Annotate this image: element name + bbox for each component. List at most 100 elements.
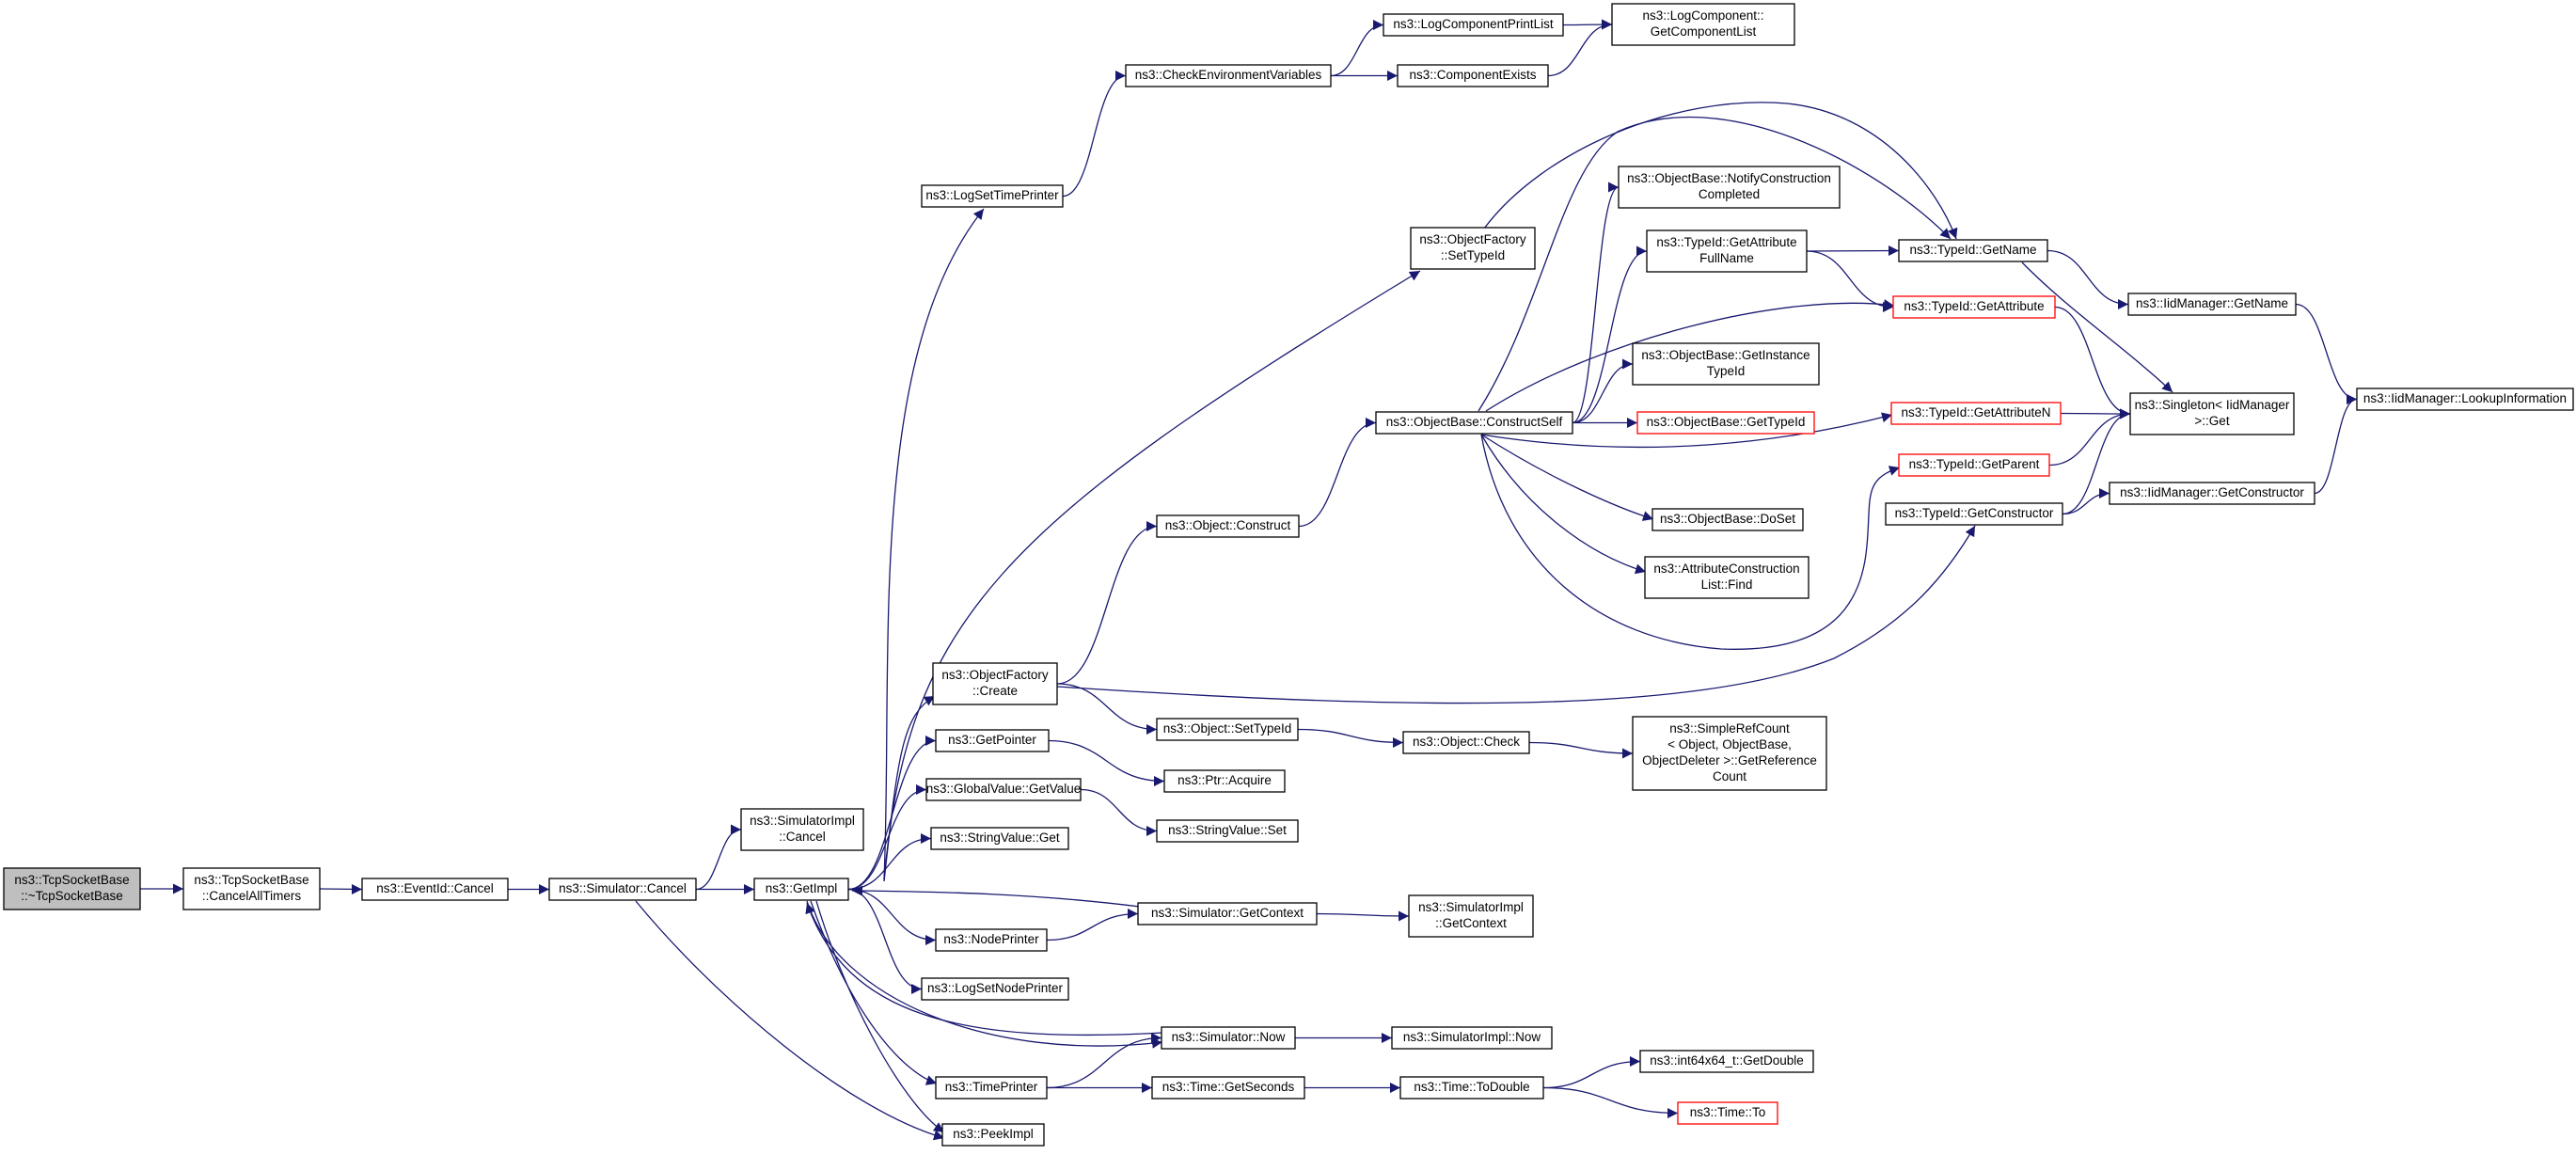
- edge-iidGetConstructor-to-iidLookup: [2314, 394, 2358, 495]
- node-strValSet[interactable]: ns3::StringValue::Set: [1156, 819, 1299, 843]
- node-label: ns3::GetPointer: [948, 733, 1036, 747]
- node-simCancel[interactable]: ns3::Simulator::Cancel: [548, 878, 697, 901]
- node-timeToDouble[interactable]: ns3::Time::ToDouble: [1399, 1076, 1544, 1100]
- node-iidGetName[interactable]: ns3::IidManager::GetName: [2127, 293, 2297, 316]
- node-notifyConstruction[interactable]: ns3::ObjectBase::NotifyConstructionCompl…: [1618, 166, 1841, 209]
- edge-constructSelf-to-typeIdGetAttribute: [1485, 299, 1895, 412]
- node-objFactCreate[interactable]: ns3::ObjectFactory::Create: [932, 662, 1058, 705]
- node-objBaseDoSet[interactable]: ns3::ObjectBase::DoSet: [1651, 508, 1804, 531]
- node-logSetNodePrinter[interactable]: ns3::LogSetNodePrinter: [921, 977, 1069, 1001]
- node-timeTo[interactable]: ns3::Time::To: [1677, 1101, 1778, 1125]
- node-label: Count: [1713, 769, 1746, 783]
- edge-constructSelf-to-getInstanceTypeId: [1572, 358, 1634, 424]
- node-label: ns3::LogComponentPrintList: [1393, 17, 1554, 31]
- edge-typeIdGetConstructor-to-iidGetConstructor: [2062, 488, 2110, 515]
- node-label: ns3::Time::To: [1690, 1105, 1766, 1119]
- node-box: [1402, 731, 1530, 754]
- node-nodePrinter[interactable]: ns3::NodePrinter: [935, 928, 1048, 952]
- node-objFactSetTypeId[interactable]: ns3::ObjectFactory::SetTypeId: [1410, 227, 1536, 270]
- edge-typeIdGetName-to-singletonGet: [2021, 261, 2173, 393]
- edge-getImpl-to-getPointer: [847, 736, 937, 891]
- node-box: [1125, 64, 1332, 87]
- node-simNow[interactable]: ns3::Simulator::Now: [1161, 1026, 1296, 1050]
- edge-typeIdGetAttribute-to-singletonGet: [2054, 306, 2131, 419]
- node-label: ns3::AttributeConstruction: [1653, 562, 1799, 576]
- node-label: ns3::Simulator::Cancel: [559, 881, 687, 895]
- node-ptrAcquire[interactable]: ns3::Ptr::Acquire: [1163, 769, 1286, 793]
- node-timeGetSeconds[interactable]: ns3::Time::GetSeconds: [1151, 1076, 1305, 1100]
- node-eventIdCancel[interactable]: ns3::EventId::Cancel: [361, 878, 509, 901]
- node-getImpl[interactable]: ns3::GetImpl: [753, 878, 849, 901]
- node-simImplNow[interactable]: ns3::SimulatorImpl::Now: [1391, 1026, 1553, 1050]
- node-label: ns3::TypeId::GetAttribute: [1904, 299, 2044, 313]
- node-simGetContext[interactable]: ns3::Simulator::GetContext: [1137, 902, 1318, 926]
- node-label: ns3::TypeId::GetConstructor: [1895, 506, 2054, 520]
- node-box: [1651, 508, 1804, 531]
- node-strValGet[interactable]: ns3::StringValue::Get: [930, 827, 1069, 850]
- edge-constructSelf-to-attrConstrFind: [1480, 434, 1647, 575]
- node-label: ns3::TypeId::GetName: [1909, 243, 2036, 257]
- edge-constructSelf-to-typeIdGetName: [1478, 117, 1952, 412]
- node-logCompGetList[interactable]: ns3::LogComponent::GetComponentList: [1611, 3, 1795, 46]
- node-box: [1644, 556, 1810, 599]
- edge-timeToDouble-to-int64GetDouble: [1542, 1056, 1641, 1089]
- node-gvGetValue[interactable]: ns3::GlobalValue::GetValue: [925, 778, 1082, 801]
- node-logCompPrintList[interactable]: ns3::LogComponentPrintList: [1383, 13, 1564, 37]
- node-checkEnv[interactable]: ns3::CheckEnvironmentVariables: [1125, 64, 1332, 87]
- node-box: [941, 1123, 1045, 1147]
- node-label: ns3::TimePrinter: [945, 1080, 1038, 1094]
- node-iidGetConstructor[interactable]: ns3::IidManager::GetConstructor: [2109, 482, 2315, 505]
- edge-objectCheck-to-simpleRefCount: [1528, 741, 1634, 759]
- node-box: [1375, 411, 1573, 435]
- edge-getImpl-to-peekImpl: [815, 900, 945, 1133]
- node-timePrinter[interactable]: ns3::TimePrinter: [935, 1076, 1048, 1100]
- node-typeIdGetConstructor[interactable]: ns3::TypeId::GetConstructor: [1885, 502, 2063, 526]
- edge-simCancel-to-simImplCancel: [695, 824, 742, 891]
- node-componentExists[interactable]: ns3::ComponentExists: [1397, 64, 1549, 87]
- edge-objFactSetTypeId-to-typeIdGetName: [1483, 102, 1958, 240]
- node-label: ns3::int64x64_t::GetDouble: [1650, 1053, 1804, 1068]
- node-label: < Object, ObjectBase,: [1667, 737, 1792, 752]
- node-objectCheck[interactable]: ns3::Object::Check: [1402, 731, 1530, 754]
- node-objectConstruct[interactable]: ns3::Object::Construct: [1156, 514, 1300, 538]
- node-iidLookup[interactable]: ns3::IidManager::LookupInformation: [2356, 388, 2574, 411]
- node-constructSelf[interactable]: ns3::ObjectBase::ConstructSelf: [1375, 411, 1573, 435]
- edge-getImpl-to-timePrinter: [810, 900, 938, 1085]
- node-label: ns3::ObjectBase::NotifyConstruction: [1627, 171, 1831, 185]
- node-simImplCancel[interactable]: ns3::SimulatorImpl::Cancel: [740, 808, 864, 851]
- edge-getAttrFullName-to-typeIdGetName: [1806, 245, 1900, 257]
- node-getPointer[interactable]: ns3::GetPointer: [935, 729, 1050, 752]
- node-logSetTimePrinter[interactable]: ns3::LogSetTimePrinter: [921, 184, 1064, 208]
- node-objectSetTypeId[interactable]: ns3::Object::SetTypeId: [1156, 718, 1299, 741]
- edge-getImpl-to-gvGetValue: [847, 784, 927, 891]
- node-root[interactable]: ns3::TcpSocketBase::~TcpSocketBase: [3, 867, 141, 910]
- node-objBaseGetTypeId[interactable]: ns3::ObjectBase::GetTypeId: [1636, 411, 1815, 435]
- node-box: [921, 977, 1069, 1001]
- node-label: Completed: [1699, 187, 1760, 201]
- edge-constructSelf-to-notifyConstruction: [1572, 182, 1620, 424]
- node-box: [361, 878, 509, 901]
- node-typeIdGetParent[interactable]: ns3::TypeId::GetParent: [1898, 453, 2050, 477]
- node-box: [1151, 1076, 1305, 1100]
- node-cancelAllTimers[interactable]: ns3::TcpSocketBase::CancelAllTimers: [182, 867, 321, 910]
- node-label: ::CancelAllTimers: [202, 889, 302, 903]
- node-label: >::Get: [2194, 414, 2229, 428]
- edge-getImpl-to-logSetTimePrinter: [883, 208, 985, 880]
- node-box: [921, 184, 1064, 208]
- node-box: [1397, 64, 1549, 87]
- node-simpleRefCount[interactable]: ns3::SimpleRefCount< Object, ObjectBase,…: [1632, 716, 1827, 791]
- node-peekImpl[interactable]: ns3::PeekImpl: [941, 1123, 1045, 1147]
- node-simImplGetContext[interactable]: ns3::SimulatorImpl::GetContext: [1408, 894, 1534, 938]
- edge-cancelAllTimers-to-eventIdCancel: [319, 883, 363, 894]
- node-singletonGet[interactable]: ns3::Singleton< IidManager >::Get: [2129, 392, 2295, 435]
- node-int64GetDouble[interactable]: ns3::int64x64_t::GetDouble: [1639, 1050, 1814, 1073]
- node-label: ns3::TypeId::GetAttribute: [1656, 235, 1796, 249]
- node-typeIdGetAttribute[interactable]: ns3::TypeId::GetAttribute: [1892, 295, 2056, 319]
- node-label: ns3::LogComponent::: [1642, 8, 1763, 23]
- edge-objectSetTypeId-to-objectCheck: [1297, 728, 1404, 748]
- node-getAttributeN[interactable]: ns3::TypeId::GetAttributeN: [1890, 402, 2062, 425]
- node-typeIdGetName[interactable]: ns3::TypeId::GetName: [1898, 239, 2048, 262]
